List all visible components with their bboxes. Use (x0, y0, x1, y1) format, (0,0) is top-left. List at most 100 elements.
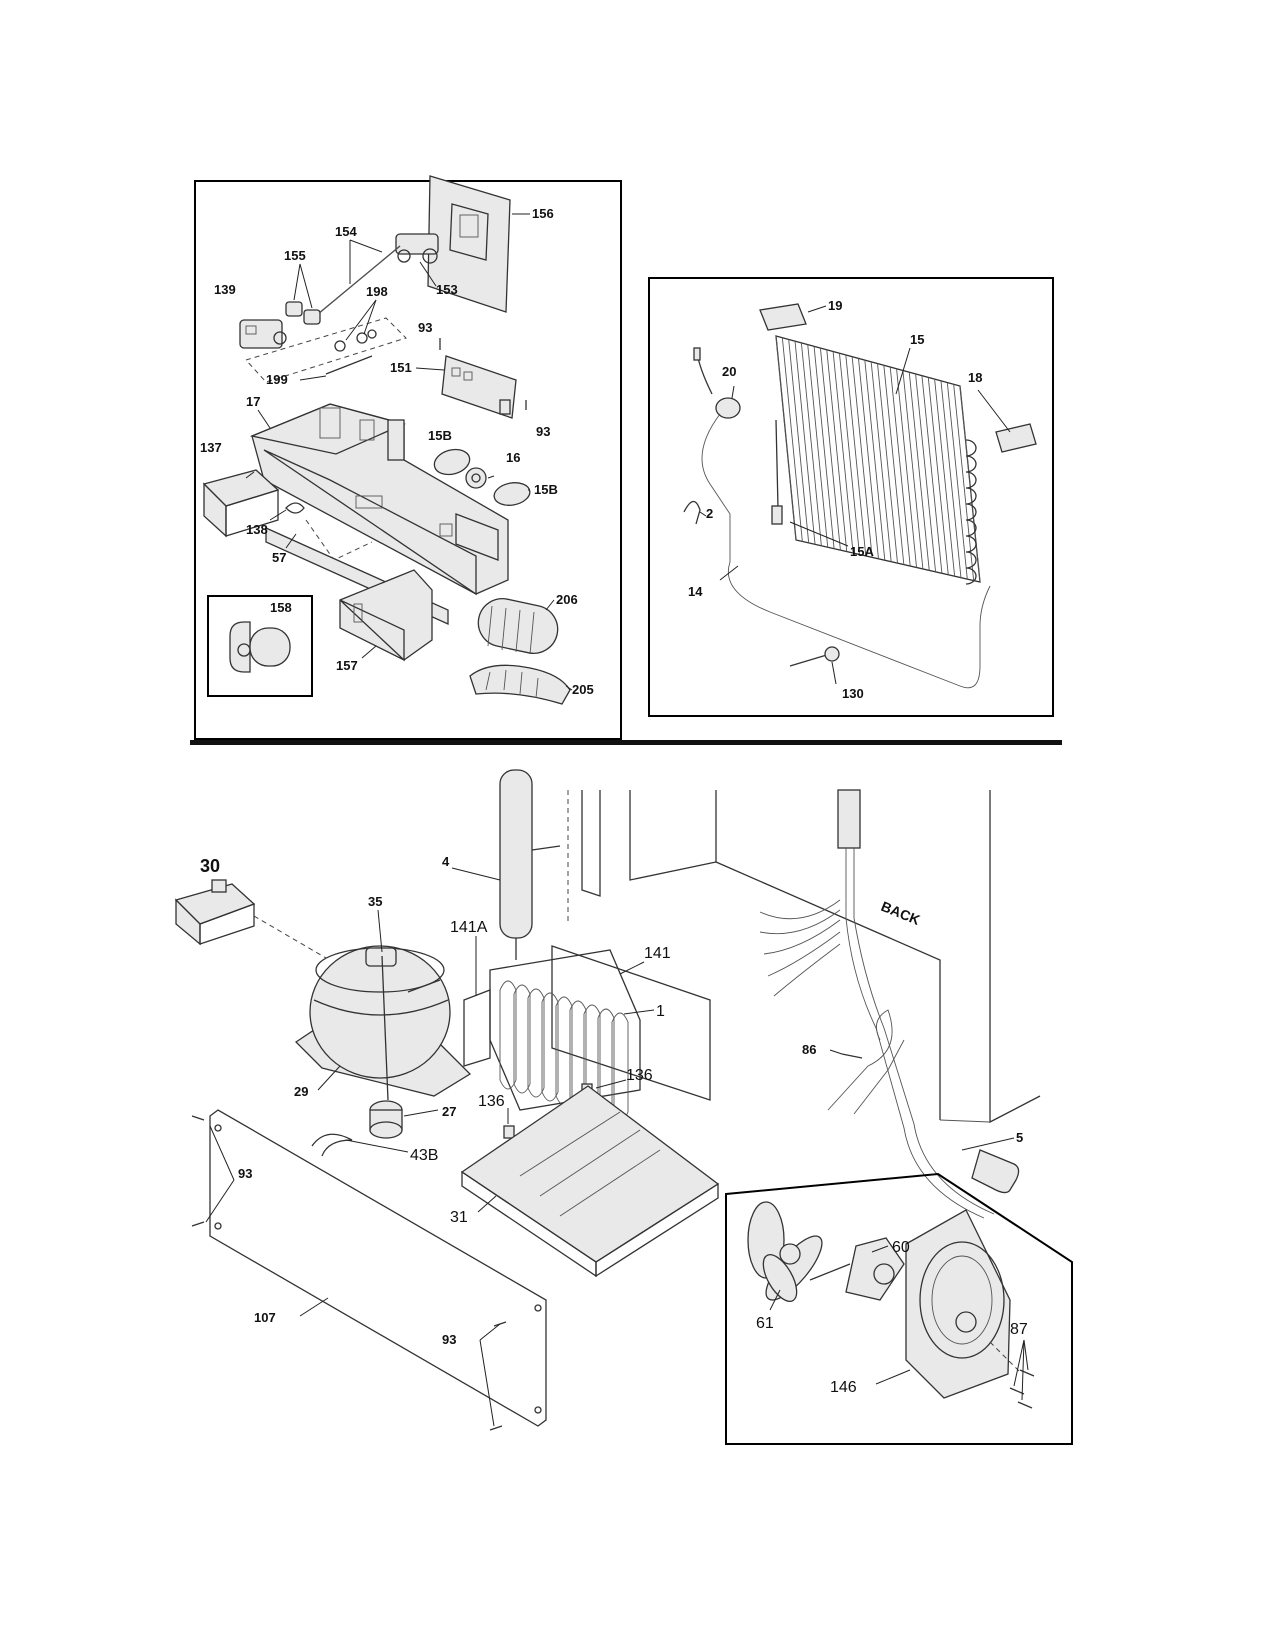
back-label: BACK (879, 898, 923, 928)
callout-31: 31 (450, 1209, 468, 1226)
part-137-chute (202, 469, 280, 538)
callout-29: 29 (294, 1084, 308, 1099)
part-136-foot-left (503, 1125, 515, 1139)
part-35-bolt (381, 955, 389, 1101)
callout-130: 130 (842, 686, 864, 701)
callout-15: 15 (910, 332, 924, 347)
part-87-screw-b (1009, 1387, 1025, 1395)
panel-dispenser-assembly: 156 154 155 153 139 198 93 151 199 93 17… (194, 175, 622, 740)
panel-evaporator: 19 15 20 18 2 15A 14 130 (648, 277, 1054, 717)
part-15b-bulb-upper (433, 448, 471, 476)
callout-5: 5 (1016, 1130, 1023, 1145)
callout-206: 206 (556, 592, 578, 607)
part-2-clip (683, 500, 701, 525)
part-138 (285, 502, 305, 514)
section-machine-compartment: BACK (174, 769, 1073, 1445)
part-4-drier (499, 769, 561, 960)
leaders-evaporator (699, 305, 1011, 685)
part-15b-bulb-lower (493, 482, 531, 506)
callout-43b: 43B (410, 1147, 438, 1164)
callout-35: 35 (368, 894, 382, 909)
part-155-connectors (285, 301, 321, 325)
part-206-filter (477, 598, 559, 655)
part-16-socket (465, 467, 487, 489)
leaders-dispenser (245, 213, 573, 691)
callout-87: 87 (1010, 1321, 1028, 1338)
part-199-rod (325, 355, 373, 375)
part-107-access-panel (209, 1109, 547, 1427)
part-86-screw (841, 1053, 863, 1059)
callouts-evaporator: 19 15 20 18 2 15A 14 130 (688, 298, 982, 701)
part-154-tube (317, 245, 401, 315)
inset-fan-assembly (725, 1172, 1073, 1445)
part-93-screw-panel-b (191, 1221, 205, 1227)
inset-frame-fan (725, 1172, 1073, 1445)
callout-30: 30 (200, 856, 220, 876)
callout-107: 107 (254, 1310, 276, 1325)
dashed-fan-screw (989, 1341, 1021, 1373)
part-27-grommet (369, 1100, 403, 1139)
part-5-power-cord (759, 789, 1020, 1219)
inset-158 (207, 595, 313, 697)
part-19-block (759, 303, 807, 331)
cabinet-back-outline (567, 790, 1041, 1124)
callout-20: 20 (722, 364, 736, 379)
part-60-motor (809, 1237, 905, 1301)
section-divider (190, 740, 1062, 745)
callout-4: 4 (442, 854, 450, 869)
callout-2: 2 (706, 506, 713, 521)
callout-14: 14 (688, 584, 703, 599)
part-15-coil-loops (965, 439, 977, 585)
callout-15b-lower: 15B (534, 482, 558, 497)
callout-199: 199 (266, 372, 288, 387)
part-141a-shield (463, 989, 491, 1067)
callout-61: 61 (756, 1315, 774, 1332)
part-153-valve (395, 233, 439, 264)
callout-19: 19 (828, 298, 842, 313)
inset-frame-158 (207, 595, 313, 697)
callout-86: 86 (802, 1042, 816, 1057)
callout-205: 205 (572, 682, 594, 697)
part-31-tray (460, 1085, 720, 1278)
part-87-screw-c (1017, 1401, 1033, 1409)
part-15a-probe (771, 419, 783, 525)
part-29-compressor (294, 945, 472, 1097)
callout-1: 1 (656, 1003, 665, 1020)
part-17-housing (249, 403, 509, 596)
callout-93-panel-right: 93 (442, 1332, 456, 1347)
part-30-relay (174, 879, 256, 946)
callout-155: 155 (284, 248, 306, 263)
part-205-grille (469, 664, 571, 705)
callout-136-left: 136 (478, 1093, 505, 1110)
callout-93-panel-left: 93 (238, 1166, 252, 1181)
callout-138: 138 (246, 522, 268, 537)
callout-57: 57 (272, 550, 286, 565)
callout-139: 139 (214, 282, 236, 297)
part-151-module (441, 355, 517, 419)
callout-136-right: 136 (626, 1067, 653, 1084)
callout-153: 153 (436, 282, 458, 297)
callout-18: 18 (968, 370, 982, 385)
callout-27: 27 (442, 1104, 456, 1119)
panel-frame-evaporator (648, 277, 1054, 717)
callout-93-upper: 93 (418, 320, 432, 335)
callout-156: 156 (532, 206, 554, 221)
part-130-drain (789, 646, 840, 667)
callout-151: 151 (390, 360, 412, 375)
part-14-harness (701, 413, 991, 689)
part-93-screw-panel-d (489, 1425, 503, 1431)
part-141-panel (551, 945, 711, 1101)
callouts-machine: 30 4 35 141A 141 1 29 136 136 27 43B 93 … (200, 854, 1028, 1396)
callout-15a: 15A (850, 544, 874, 559)
dashed-relay-compressor (253, 915, 327, 959)
callout-17: 17 (246, 394, 260, 409)
part-198-clips (334, 329, 377, 352)
panel-frame-dispenser (194, 180, 622, 740)
callout-198: 198 (366, 284, 388, 299)
callout-16: 16 (506, 450, 520, 465)
callout-157: 157 (336, 658, 358, 673)
callout-141a: 141A (450, 919, 488, 936)
part-61-fan-blade (747, 1201, 823, 1302)
part-157-chute (339, 569, 433, 662)
